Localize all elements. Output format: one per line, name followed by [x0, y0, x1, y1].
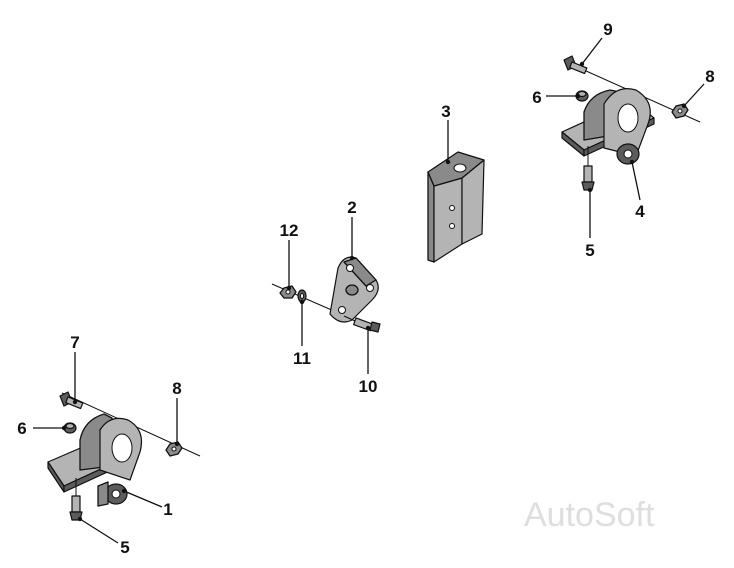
- callout-10: 10: [359, 377, 378, 396]
- callout-8-right: 8: [705, 67, 714, 86]
- bolt-part-10: [343, 315, 381, 333]
- callout-6-left: 6: [17, 419, 26, 438]
- callout-3: 3: [441, 102, 450, 121]
- leader-lines: [33, 37, 705, 544]
- callout-9: 9: [603, 20, 612, 39]
- bracket-part-2: [271, 256, 379, 323]
- callout-11: 11: [293, 349, 311, 368]
- callout-5-left: 5: [120, 538, 129, 557]
- callout-labels: 7 6 8 1 5 2 12 11 10 3 9 6 8 4 5: [17, 20, 714, 557]
- nut-part-12: [279, 285, 297, 299]
- callout-4: 4: [635, 202, 645, 221]
- bolt-part-5-left: [69, 478, 83, 521]
- callout-1: 1: [163, 500, 172, 519]
- bolt-part-9: [563, 55, 588, 75]
- callout-6-right: 6: [532, 88, 541, 107]
- engine-mount-assembly-right: [561, 61, 701, 165]
- nut-part-8-left: [165, 441, 183, 457]
- nut-part-6-left: [63, 422, 77, 434]
- watermark: AutoSoft: [524, 496, 655, 534]
- bracket-part-3: [427, 151, 485, 263]
- callout-12: 12: [280, 221, 299, 240]
- callout-5-right: 5: [585, 241, 594, 260]
- callout-7: 7: [70, 333, 79, 352]
- callout-8-left: 8: [172, 379, 181, 398]
- bolt-part-7: [59, 391, 84, 410]
- callout-2: 2: [347, 198, 356, 217]
- engine-mount-assembly-left: [47, 392, 201, 507]
